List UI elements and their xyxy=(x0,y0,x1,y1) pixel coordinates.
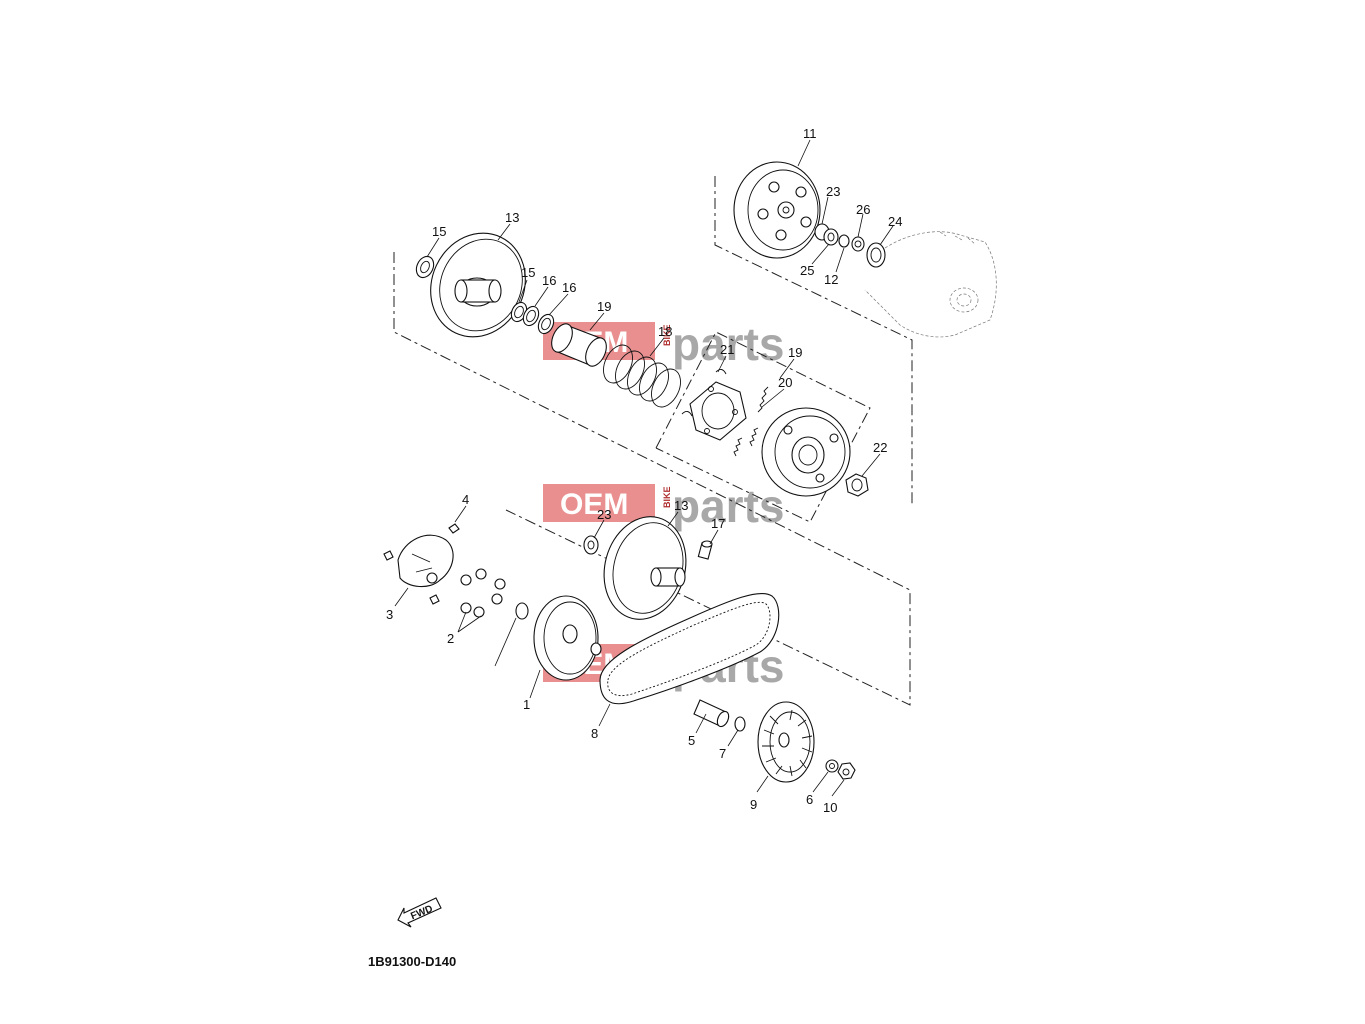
callout-14: 13 xyxy=(505,210,519,225)
callout-11: 11 xyxy=(803,126,817,141)
part-7-washer xyxy=(734,716,746,732)
part-17-pin xyxy=(697,540,713,560)
part-26-oil-seal xyxy=(866,242,886,268)
callout-8: 8 xyxy=(591,726,598,741)
part-25-27-bearing-washer xyxy=(814,223,839,246)
callout-15-upper: 15 xyxy=(432,224,446,239)
part-18-spring xyxy=(603,344,681,408)
part-10-nut xyxy=(837,762,856,780)
part-15-seal-left xyxy=(415,255,435,279)
callout-10: 10 xyxy=(823,800,837,815)
part-15-16-rings xyxy=(510,301,555,335)
callout-20: 19 xyxy=(788,345,802,360)
callout-22: 21 xyxy=(720,342,734,357)
part-8-v-belt xyxy=(599,592,780,705)
part-3-cam xyxy=(397,534,454,588)
part-1-sliding-sheave xyxy=(515,595,602,681)
leader-lines xyxy=(394,139,894,797)
callout-17: 17 xyxy=(711,516,725,531)
callout-15-lower: 15 xyxy=(521,265,535,280)
part-9-fan-sheave xyxy=(757,701,815,783)
callout-9: 9 xyxy=(750,797,757,812)
callout-16-second: 16 xyxy=(562,280,576,295)
part-6-washer xyxy=(825,759,839,773)
callout-27: 25 xyxy=(800,263,814,278)
part-20-clutch-shoes xyxy=(761,407,851,497)
part-14-secondary-sheave xyxy=(430,232,526,338)
callout-3: 3 xyxy=(386,607,393,622)
callout-25: 23 xyxy=(826,184,840,199)
svg-text:parts: parts xyxy=(672,318,784,370)
callout-24: 23 xyxy=(597,507,611,522)
part-19-guide-collar xyxy=(551,323,607,367)
callout-28: 26 xyxy=(856,202,870,217)
watermark-middle: OEM BIKE parts xyxy=(543,480,784,532)
callout-23: 22 xyxy=(873,440,887,455)
callout-4: 4 xyxy=(462,492,469,507)
part-21-springs xyxy=(733,386,769,457)
part-13-fixed-sheave xyxy=(603,516,687,620)
callout-13: 13 xyxy=(674,498,688,513)
callout-18: 18 xyxy=(658,324,672,339)
diagram-code: 1B91300-D140 xyxy=(368,954,456,969)
callout-16-first: 16 xyxy=(542,273,556,288)
part-11-clutch-housing xyxy=(733,161,821,259)
fwd-arrow-icon: FWD xyxy=(397,897,442,928)
part-2-weight-rollers xyxy=(460,568,506,618)
callout-19: 19 xyxy=(597,299,611,314)
svg-text:BIKE: BIKE xyxy=(662,486,672,508)
part-23-nut xyxy=(845,473,869,497)
part-22-clip xyxy=(681,369,727,417)
callouts: 11 23 26 24 25 12 13 15 15 16 16 19 18 2… xyxy=(386,126,902,815)
part-4-sliders xyxy=(383,523,460,605)
crankcase-cover-outline xyxy=(864,231,997,338)
callout-1: 1 xyxy=(523,697,530,712)
part-12-28-nut-washer xyxy=(838,234,865,252)
svg-text:OEM: OEM xyxy=(560,488,628,521)
callout-2: 2 xyxy=(447,631,454,646)
part-24-oil-seal xyxy=(583,535,599,555)
callout-26: 24 xyxy=(888,214,902,229)
svg-text:BIKE: BIKE xyxy=(662,324,672,346)
callout-12: 12 xyxy=(824,272,838,287)
part-20-clutch-plate xyxy=(689,381,747,441)
fwd-label: FWD xyxy=(409,904,434,923)
callout-21: 20 xyxy=(778,375,792,390)
svg-text:parts: parts xyxy=(672,480,784,532)
part-5-collar xyxy=(693,699,730,728)
assembly-boundaries xyxy=(393,176,913,706)
callout-7: 7 xyxy=(719,746,726,761)
callout-5: 5 xyxy=(688,733,695,748)
callout-6: 6 xyxy=(806,792,813,807)
